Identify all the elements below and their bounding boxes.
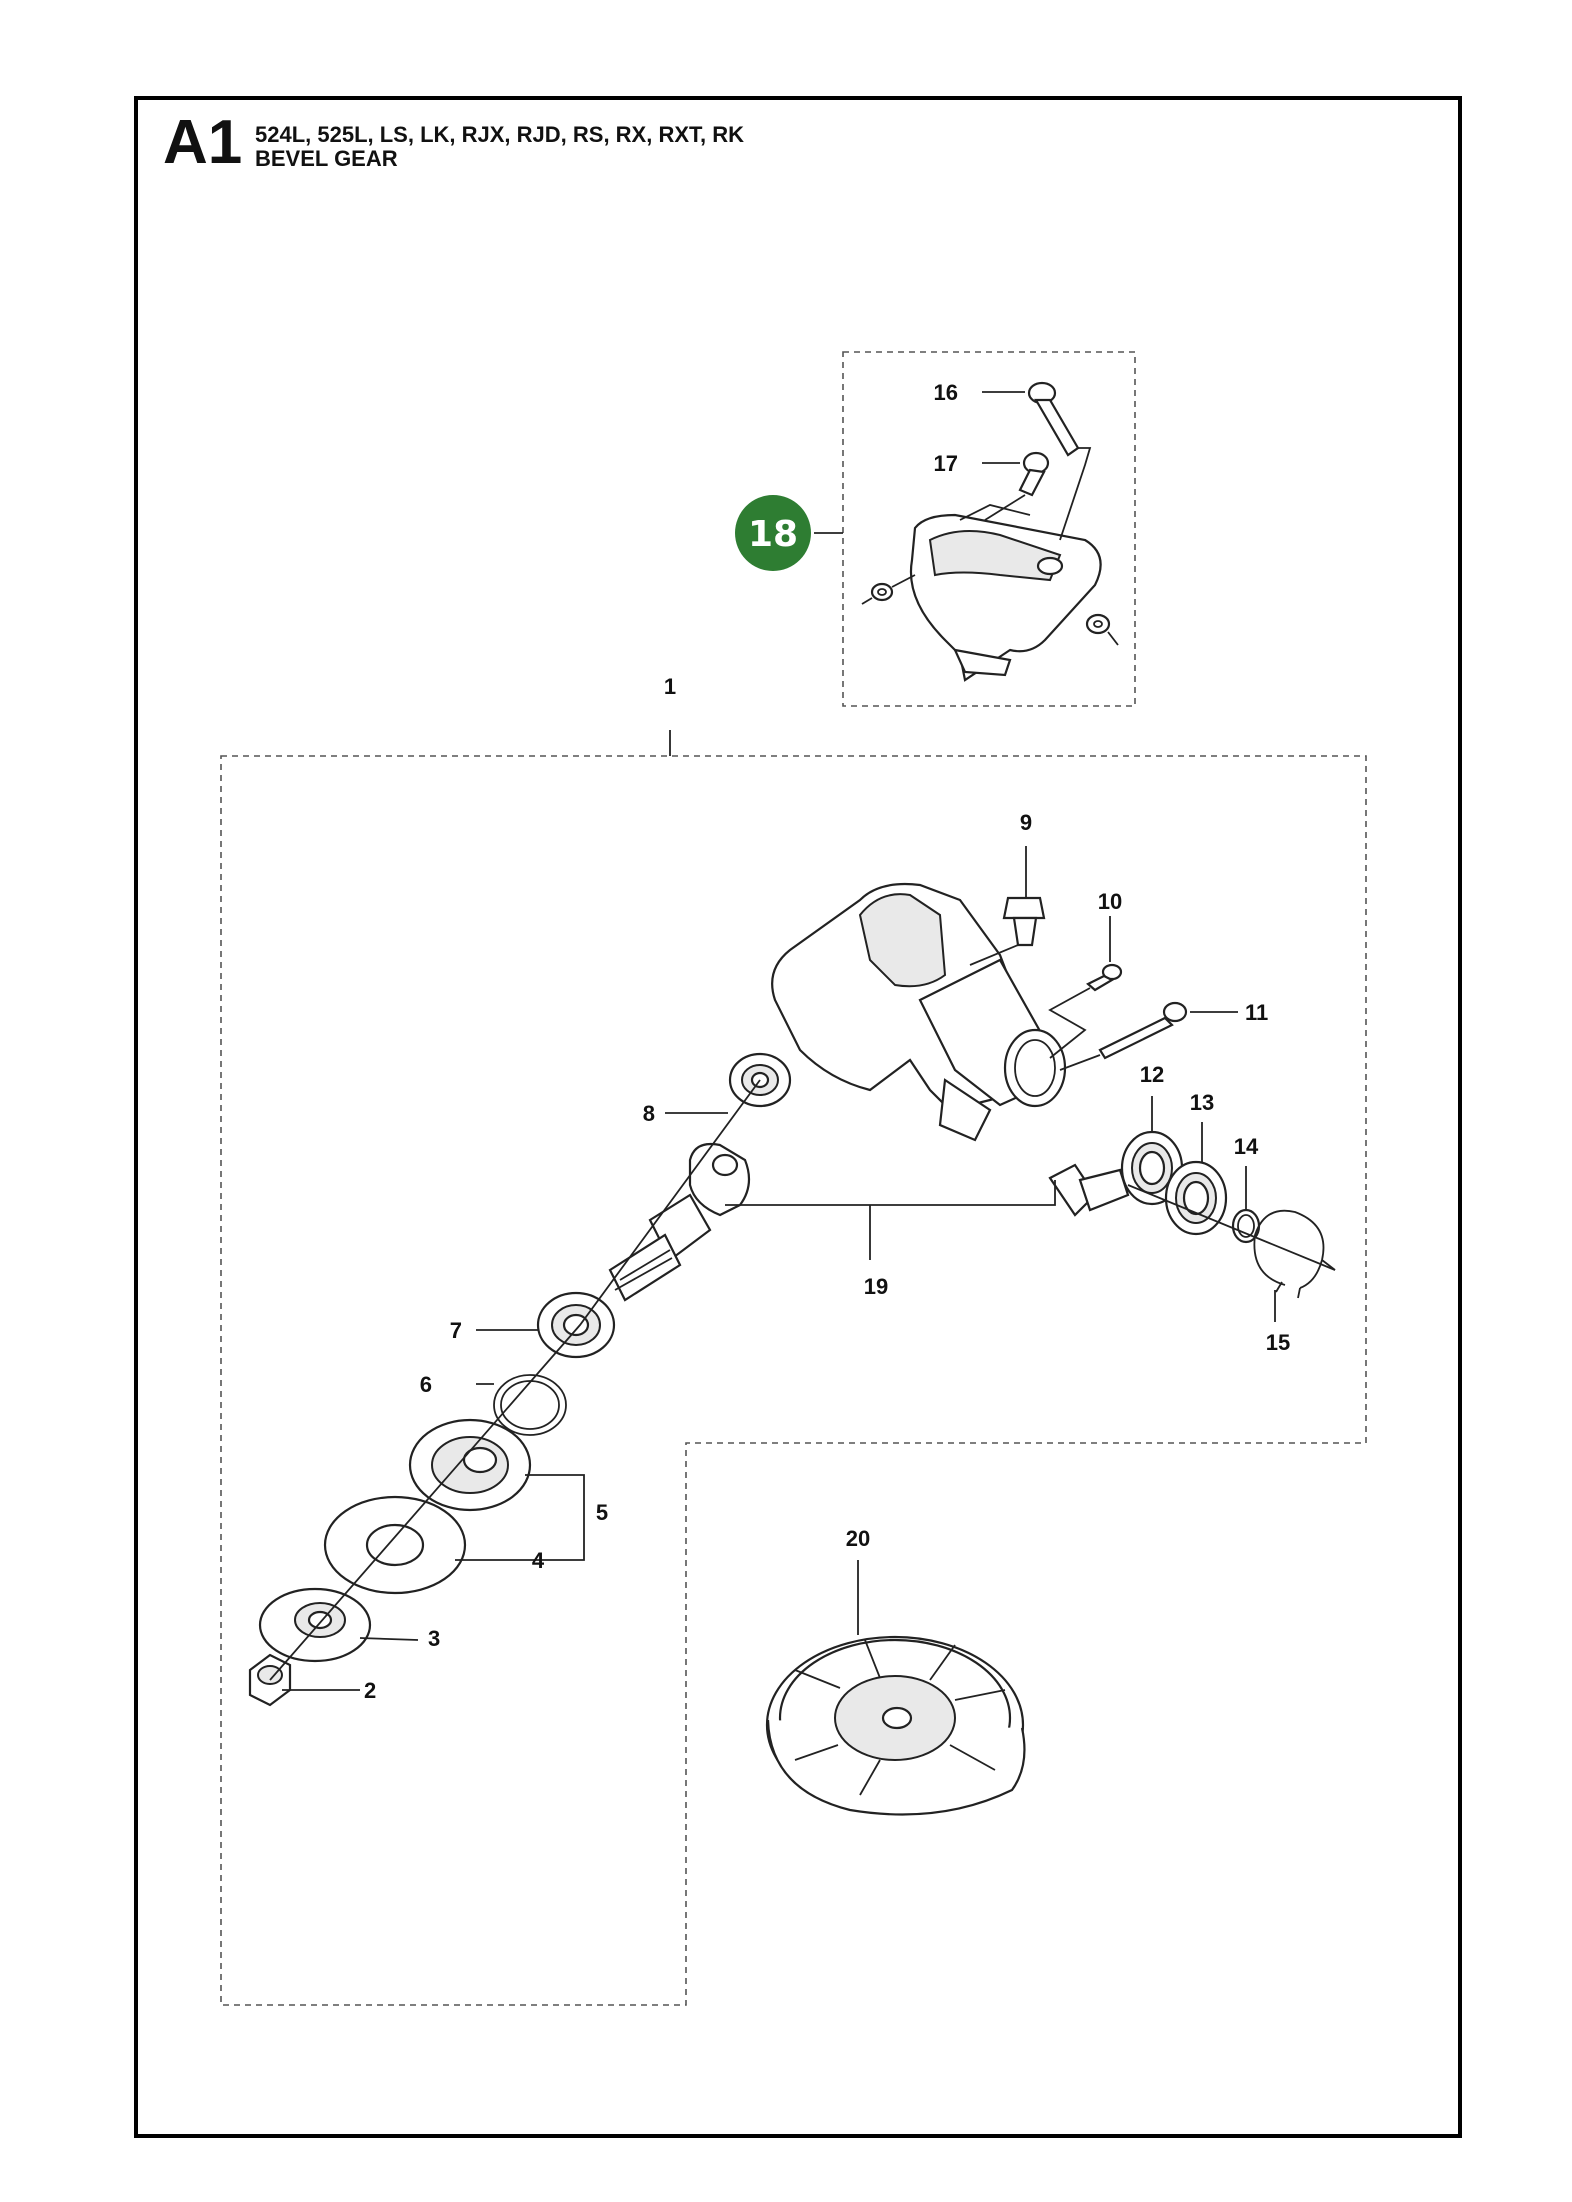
callout-17: 17 bbox=[934, 451, 958, 476]
leader-4-5 bbox=[455, 1474, 585, 1561]
part-washer-5 bbox=[408, 1418, 532, 1512]
leader-3 bbox=[359, 1637, 419, 1641]
callout-14: 14 bbox=[1234, 1134, 1259, 1159]
assembly-axis bbox=[269, 1079, 761, 1681]
part-cup-20 bbox=[765, 1635, 1026, 1816]
callout-6: 6 bbox=[420, 1372, 432, 1397]
callout-11: 11 bbox=[1245, 1000, 1268, 1025]
part-disc-4 bbox=[323, 1495, 467, 1595]
callout-9: 9 bbox=[1020, 810, 1032, 835]
page-frame bbox=[134, 96, 1462, 2138]
part-plug-9 bbox=[969, 896, 1046, 966]
part-washer-3 bbox=[258, 1587, 372, 1663]
part-bevel-gear-19 bbox=[608, 1142, 1130, 1302]
part-screw-17 bbox=[984, 451, 1050, 521]
callout-5: 5 bbox=[596, 1500, 608, 1525]
callout-15: 15 bbox=[1266, 1330, 1290, 1355]
part-screw-10 bbox=[1048, 963, 1123, 1059]
callout-16: 16 bbox=[934, 380, 958, 405]
callout-2: 2 bbox=[364, 1678, 376, 1703]
section-code: A1 bbox=[163, 108, 243, 177]
assembly-axis-right bbox=[1127, 1184, 1336, 1271]
part-bolt-11 bbox=[1059, 1001, 1188, 1071]
part-circlip-6 bbox=[493, 1374, 567, 1436]
callout-12: 12 bbox=[1140, 1062, 1164, 1087]
leader-19 bbox=[725, 1180, 1056, 1260]
group-box-gear-housing bbox=[220, 755, 1367, 2006]
callout-18: 18 bbox=[748, 514, 798, 555]
callout-13: 13 bbox=[1190, 1090, 1214, 1115]
callout-1: 1 bbox=[664, 674, 676, 699]
model-list: 524L, 525L, LS, LK, RJX, RJD, RS, RX, RX… bbox=[255, 122, 745, 147]
highlight-badge bbox=[735, 495, 811, 571]
part-cover-18 bbox=[909, 504, 1102, 682]
callout-3: 3 bbox=[428, 1626, 440, 1651]
callout-20: 20 bbox=[846, 1526, 870, 1551]
callout-4: 4 bbox=[532, 1548, 545, 1573]
part-bearing-13 bbox=[1164, 1160, 1228, 1236]
section-title: BEVEL GEAR bbox=[255, 146, 398, 171]
part-nut-right bbox=[1085, 613, 1119, 646]
callout-10: 10 bbox=[1098, 889, 1122, 914]
group-box-cover bbox=[842, 351, 1136, 707]
callout-19: 19 bbox=[864, 1274, 888, 1299]
callout-8: 8 bbox=[643, 1101, 655, 1126]
part-gear-housing bbox=[771, 882, 1067, 1142]
part-bearing-7 bbox=[536, 1291, 616, 1359]
part-nut-left bbox=[861, 574, 916, 605]
callout-7: 7 bbox=[450, 1318, 462, 1343]
part-screw-16 bbox=[1027, 381, 1092, 541]
